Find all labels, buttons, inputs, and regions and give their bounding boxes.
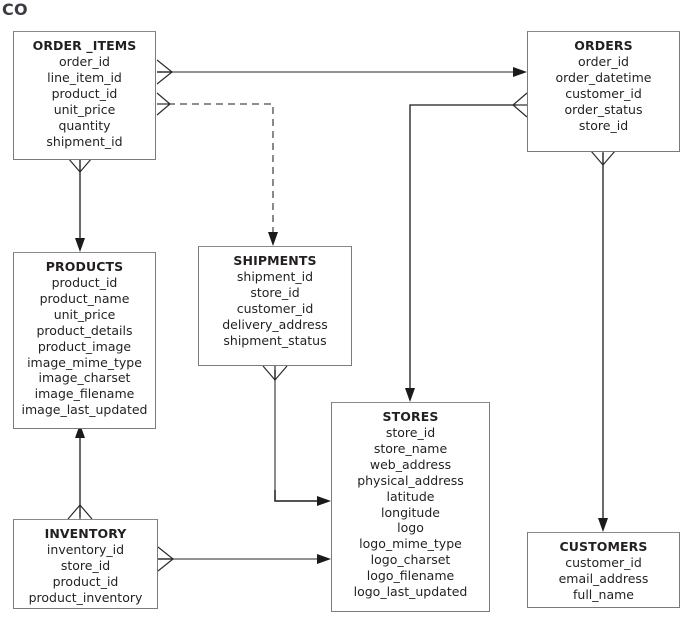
attribute-item: image_filename xyxy=(34,386,135,402)
attribute-item: physical_address xyxy=(357,472,464,488)
attribute-item: product_name xyxy=(39,290,130,306)
attribute-item: product_id xyxy=(52,573,119,589)
entity-title-inventory: INVENTORY xyxy=(44,526,127,541)
relationship-order-items-to-products xyxy=(67,157,93,252)
attribute-item: order_datetime xyxy=(555,69,652,85)
attribute-item: image_last_updated xyxy=(21,402,148,418)
attribute-item: unit_price xyxy=(53,306,116,322)
attribute-item: order_id xyxy=(59,54,110,69)
entity-title-products: PRODUCTS xyxy=(45,259,124,274)
attribute-list-order-items: order_id line_item_id product_id unit_pr… xyxy=(14,54,155,149)
attribute-item: logo_charset xyxy=(370,552,451,568)
attribute-list-stores: store_id store_name web_address physical… xyxy=(332,425,489,600)
entity-stores[interactable]: STORES store_id store_name web_address p… xyxy=(331,402,490,612)
attribute-item: logo_last_updated xyxy=(353,584,468,600)
entity-orders[interactable]: ORDERS order_id order_datetime customer_… xyxy=(527,31,680,152)
attribute-item: product_image xyxy=(37,338,132,354)
attribute-item: product_id xyxy=(51,275,118,290)
entity-customers[interactable]: CUSTOMERS customer_id email_address full… xyxy=(527,532,680,608)
attribute-item: unit_price xyxy=(53,101,116,117)
entity-inventory[interactable]: INVENTORY inventory_id store_id product_… xyxy=(13,519,158,609)
attribute-item: email_address xyxy=(558,570,649,586)
attribute-item: logo_mime_type xyxy=(359,536,462,552)
attribute-item: customer_id xyxy=(236,300,314,316)
attribute-item: delivery_address xyxy=(222,316,328,332)
attribute-item: store_id xyxy=(60,557,111,573)
attribute-item: product_id xyxy=(51,85,118,101)
attribute-item: quantity xyxy=(58,117,111,133)
attribute-list-products: product_id product_name unit_price produ… xyxy=(14,275,155,418)
attribute-list-inventory: inventory_id store_id product_id product… xyxy=(14,542,157,606)
attribute-list-customers: customer_id email_address full_name xyxy=(528,555,679,603)
attribute-item: logo xyxy=(397,520,424,536)
attribute-list-orders: order_id order_datetime customer_id orde… xyxy=(528,54,679,134)
attribute-item: product_inventory xyxy=(28,589,143,605)
diagram-title: CO xyxy=(2,0,28,19)
attribute-item: store_id xyxy=(578,117,629,133)
entity-title-customers: CUSTOMERS xyxy=(559,539,648,554)
entity-order-items[interactable]: ORDER _ITEMS order_id line_item_id produ… xyxy=(13,31,156,160)
attribute-item: store_name xyxy=(373,440,448,456)
entity-shipments[interactable]: SHIPMENTS shipment_id store_id customer_… xyxy=(198,246,352,366)
entity-title-order-items: ORDER _ITEMS xyxy=(32,38,137,53)
attribute-item: shipment_id xyxy=(46,133,123,149)
attribute-item: shipment_id xyxy=(236,269,314,284)
entity-title-orders: ORDERS xyxy=(574,38,633,53)
attribute-item: customer_id xyxy=(565,555,642,570)
attribute-item: image_mime_type xyxy=(27,354,142,370)
relationship-orders-to-customers xyxy=(590,150,616,532)
attribute-item: shipment_status xyxy=(223,332,327,348)
attribute-item: latitude xyxy=(386,488,435,504)
entity-title-stores: STORES xyxy=(382,409,439,424)
attribute-item: product_details xyxy=(36,322,133,338)
attribute-item: line_item_id xyxy=(47,69,122,85)
relationship-order-items-to-shipments xyxy=(156,92,278,246)
attribute-item: order_status xyxy=(564,101,643,117)
entity-title-shipments: SHIPMENTS xyxy=(233,253,317,268)
attribute-item: web_address xyxy=(369,456,452,472)
attribute-item: full_name xyxy=(573,586,634,602)
relationship-inventory-to-products xyxy=(67,424,93,520)
relationship-order-items-to-orders xyxy=(156,59,527,85)
attribute-item: store_id xyxy=(385,425,436,440)
attribute-item: longitude xyxy=(381,504,440,520)
attribute-list-shipments: shipment_id store_id customer_id deliver… xyxy=(199,269,351,349)
attribute-item: inventory_id xyxy=(46,542,125,557)
attribute-item: order_id xyxy=(578,54,629,69)
attribute-item: customer_id xyxy=(565,85,642,101)
attribute-item: logo_filename xyxy=(366,568,455,584)
attribute-item: image_charset xyxy=(38,370,131,386)
relationship-inventory-to-stores xyxy=(157,546,331,572)
attribute-item: store_id xyxy=(250,284,300,300)
relationship-orders-to-stores xyxy=(405,92,528,402)
relationship-shipments-to-stores xyxy=(262,365,331,506)
entity-products[interactable]: PRODUCTS product_id product_name unit_pr… xyxy=(13,252,156,429)
